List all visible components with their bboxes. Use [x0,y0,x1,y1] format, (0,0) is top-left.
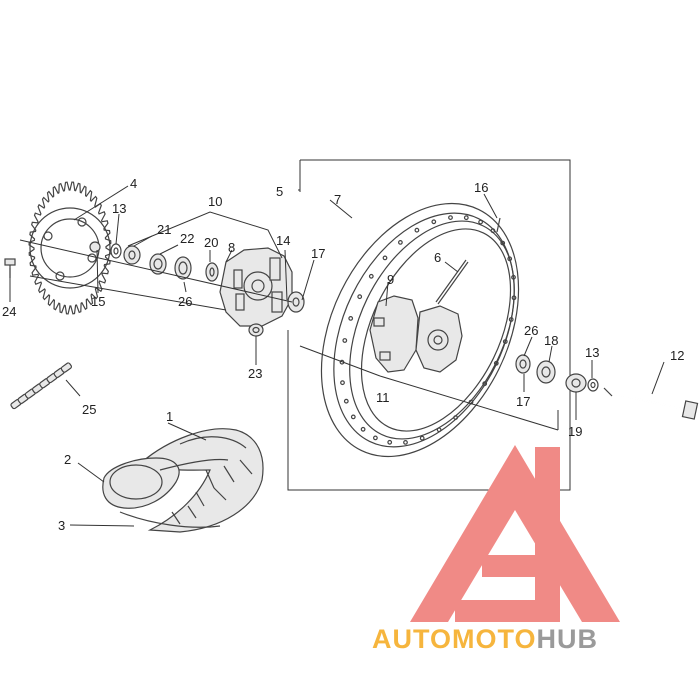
rim-spoke-hole [507,256,513,262]
label-20: 20 [204,235,218,250]
label-7: 7 [334,192,341,207]
label-15: 15 [91,294,105,309]
label-19: 19 [568,424,582,439]
rim-spoke-hole [448,215,453,221]
rim-spoke-hole [508,317,514,322]
valve [496,217,501,233]
label-13-right: 13 [585,345,599,360]
rim-spoke-hole [348,316,354,321]
washer-right [587,378,599,392]
rim-spoke-hole [387,439,393,445]
label-21: 21 [157,222,171,237]
rim-spoke-hole [431,219,437,225]
logo-text-auto: AUTO [372,624,452,654]
label-25: 25 [82,402,96,417]
seal-left [149,253,167,275]
chain-link [60,362,73,373]
hub [369,295,463,373]
rim-spoke-hole [436,427,442,433]
spacer-left [123,245,141,265]
nut [248,323,264,337]
rim-spoke-hole [398,239,403,245]
label-16: 16 [474,180,488,195]
label-23: 23 [248,366,262,381]
label-10: 10 [208,194,222,209]
logo-text-moto: MOTO [452,624,537,654]
label-22: 22 [180,231,194,246]
label-1: 1 [166,409,173,424]
rim-spoke-hole [478,219,484,225]
rim-spoke-hole [482,381,488,387]
rim-spoke-hole [463,215,469,221]
spoke [435,259,469,305]
rim-spoke-hole [490,228,496,234]
rim-spoke-hole [453,415,459,421]
rear-axle [603,387,699,420]
watermark-logo: AUTOMOTOHUB [372,445,620,654]
wheel-assembly-box [287,159,571,491]
rim-spoke-hole [373,435,378,441]
rim-spoke-hole [368,273,374,279]
sprocket [28,181,112,315]
spacer-right [565,373,587,393]
rim-spoke-hole [500,240,506,246]
rim-spoke-hole [493,360,499,366]
logo-triangle-mark [410,445,620,622]
rim-spoke-hole [357,294,363,300]
rim-spoke-hole [502,339,508,345]
bearing-left [174,256,192,280]
rim-spoke-hole [403,440,408,445]
rim-spoke-hole [419,435,425,441]
label-9: 9 [387,272,394,287]
left-washer [110,243,122,259]
rim-spoke-hole [342,338,348,343]
spacer-20 [205,262,219,282]
label-13-left: 13 [112,201,126,216]
rim-spoke-hole [350,414,356,420]
rim-band [119,511,221,528]
leader-lines [9,160,665,527]
tire [140,428,264,533]
logo-inner-mark [455,447,560,622]
inner-tube [102,457,229,509]
label-18: 18 [544,333,558,348]
label-3: 3 [58,518,65,533]
drive-chain [10,362,73,410]
rim-spoke-hole [511,274,516,280]
label-26-right: 26 [524,323,538,338]
rim-spoke-hole [511,295,517,301]
bearing-right-inner [515,354,531,374]
logo-text: AUTOMOTOHUB [372,624,598,654]
rim-spoke-hole [360,426,366,432]
label-14: 14 [276,233,290,248]
damper [287,291,305,313]
logo-text-hub: HUB [537,624,599,654]
sprocket-carrier [219,247,293,327]
rim-spoke-hole [414,227,420,233]
label-17-left: 17 [311,246,325,261]
rim-spoke-hole [382,255,388,261]
label-24: 24 [2,304,16,319]
rim-spoke-hole [343,398,349,404]
label-8: 8 [228,240,235,255]
label-17-right: 17 [516,394,530,409]
part-labels: 1 2 3 4 5 6 7 8 9 10 11 12 13 13 14 15 1… [2,176,684,533]
label-2: 2 [64,452,71,467]
label-12: 12 [670,348,684,363]
label-6: 6 [434,250,441,265]
label-5: 5 [276,184,283,199]
seal-right [536,360,556,384]
label-26-left: 26 [178,294,192,309]
rim-spoke-hole [340,380,345,386]
label-11: 11 [376,390,390,405]
label-4: 4 [130,176,137,191]
